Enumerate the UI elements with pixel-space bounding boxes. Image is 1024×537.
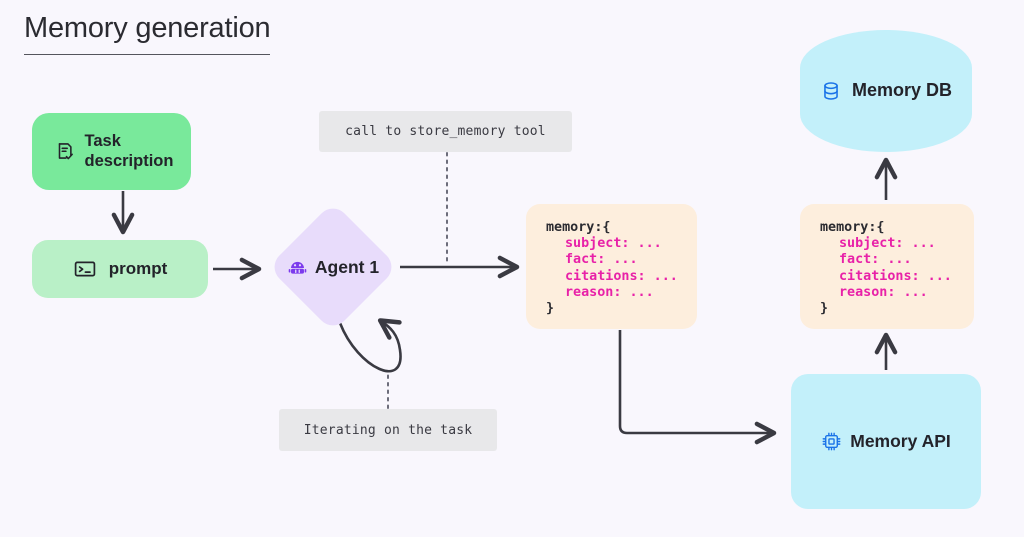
memory-1-close: } xyxy=(546,301,555,317)
agent1-content: Agent 1 xyxy=(268,202,398,332)
terminal-icon xyxy=(73,257,97,281)
memory-2-field-citations: citations: ... xyxy=(839,268,952,284)
memory-2-close: } xyxy=(820,301,829,317)
annotation-iterating-text: Iterating on the task xyxy=(303,422,473,438)
node-memory-db[interactable]: Memory DB xyxy=(800,30,972,152)
memory-2-field-subject: subject: ... xyxy=(839,236,936,252)
node-memory-block-1: memory:{ subject: ... fact: ... citation… xyxy=(526,204,697,329)
node-agent1-label: Agent 1 xyxy=(314,256,380,277)
node-memory-api-label: Memory API xyxy=(850,431,951,451)
node-task-description[interactable]: Task description xyxy=(32,113,191,190)
memory-1-field-citations: citations: ... xyxy=(565,268,678,284)
memory-1-field-subject: subject: ... xyxy=(565,236,662,252)
memory-2-field-reason: reason: ... xyxy=(839,284,928,300)
annotation-store-memory-call-text: call to store_memory tool xyxy=(345,124,546,139)
edge-memory-to-api xyxy=(618,330,777,445)
node-prompt-label: prompt xyxy=(108,258,168,278)
memory-1-field-reason: reason: ... xyxy=(565,284,654,300)
annotation-store-memory-call: call to store_memory tool xyxy=(319,111,572,152)
node-agent1[interactable]: Agent 1 xyxy=(267,201,399,333)
node-memory-db-label: Memory DB xyxy=(851,80,953,101)
node-memory-block-2: memory:{ subject: ... fact: ... citation… xyxy=(800,204,974,329)
node-memory-api[interactable]: Memory API xyxy=(791,374,981,509)
memory-2-field-fact: fact: ... xyxy=(839,252,912,268)
page-title-text: Memory generation xyxy=(24,12,271,56)
document-check-icon xyxy=(54,141,76,163)
chip-icon xyxy=(821,431,842,452)
node-prompt[interactable]: prompt xyxy=(32,240,208,298)
database-icon xyxy=(820,80,842,102)
robot-icon xyxy=(287,257,308,278)
page-title: Memory generation xyxy=(24,12,271,56)
node-task-description-label: Task description xyxy=(84,131,174,170)
memory-1-open: memory:{ xyxy=(546,220,611,235)
annotation-iterating: Iterating on the task xyxy=(279,409,497,451)
memory-2-open: memory:{ xyxy=(820,220,885,235)
memory-1-field-fact: fact: ... xyxy=(565,252,638,268)
